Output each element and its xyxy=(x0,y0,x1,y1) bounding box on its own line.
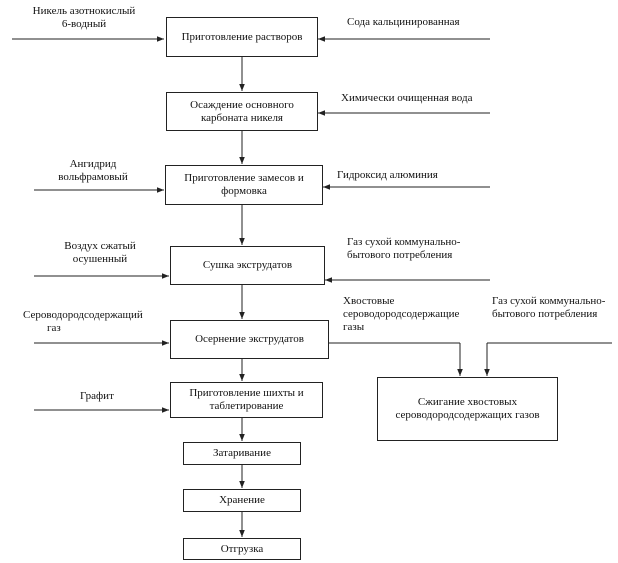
step-label: Осаждение основного карбоната никеля xyxy=(190,98,294,124)
label-air: Воздух сжатый осушенный xyxy=(64,240,136,265)
step-label: Сжигание хвостовых сероводородсодержащих… xyxy=(395,396,540,421)
label-alumina: Гидроксид алюминия xyxy=(337,169,438,181)
label-tail-gases: Хвостовые сероводородсодержащие газы xyxy=(343,295,460,333)
step-label: Хранение xyxy=(219,494,265,506)
label-nickel-nitrate: Никель азотнокислый 6-водный xyxy=(32,5,136,30)
step-label: Затаривание xyxy=(213,447,271,459)
step-label: Сушка экструдатов xyxy=(202,259,293,271)
label-soda: Сода кальцинированная xyxy=(347,16,460,28)
step-burning: Сжигание хвостовых сероводородсодержащих… xyxy=(377,377,558,441)
step-label: Приготовление растворов xyxy=(181,30,303,43)
label-gas-dry-1: Газ сухой коммунально- бытового потребле… xyxy=(347,236,461,261)
step-prep-solutions: Приготовление растворов xyxy=(166,17,318,57)
step-storage: Хранение xyxy=(183,489,301,512)
step-drying: Сушка экструдатов xyxy=(170,246,325,285)
step-sulfiding: Осернение экструдатов xyxy=(170,320,329,359)
label-tungsten: Ангидрид вольфрамовый xyxy=(58,158,128,183)
step-label: Приготовление замесов и формовка xyxy=(184,172,304,197)
step-tableting: Приготовление шихты и таблетирование xyxy=(170,382,323,418)
step-label: Приготовление шихты и таблетирование xyxy=(189,387,304,412)
step-label: Отгрузка xyxy=(220,542,264,555)
step-precipitation: Осаждение основного карбоната никеля xyxy=(166,92,318,131)
label-chem-water: Химически очищенная вода xyxy=(341,92,473,104)
label-gas-dry-2: Газ сухой коммунально- бытового потребле… xyxy=(492,295,606,320)
step-mixing: Приготовление замесов и формовка xyxy=(165,165,323,205)
step-label: Осернение экструдатов xyxy=(195,333,304,345)
label-graphite: Графит xyxy=(80,390,114,402)
step-shipping: Отгрузка xyxy=(183,538,301,560)
step-packing: Затаривание xyxy=(183,442,301,465)
label-h2s-gas: Сероводородсодержащий газ xyxy=(23,309,143,334)
